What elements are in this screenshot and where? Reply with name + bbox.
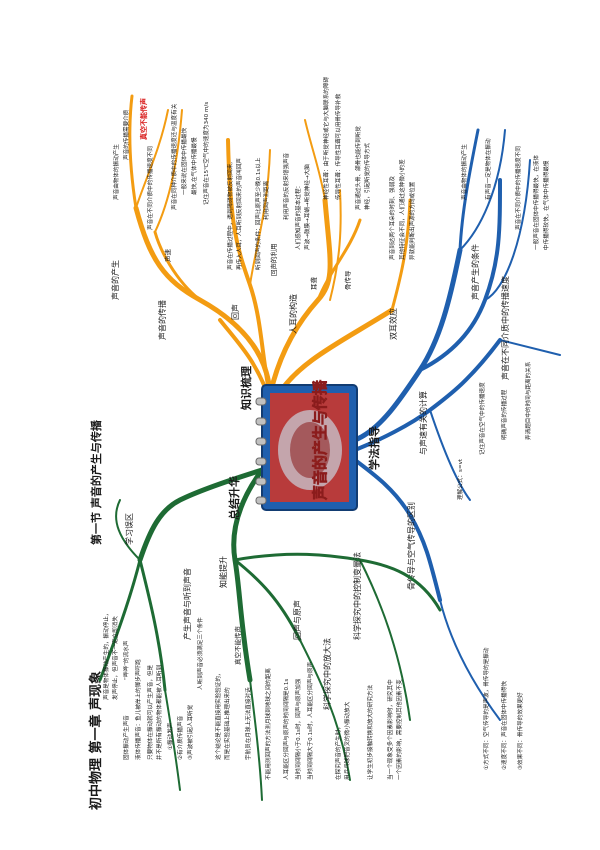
- blue-b4-b: ②速度不同：声音在固体中传播得快: [500, 681, 508, 770]
- blue-b2-c: 中传播得较快，在气体中传播得最慢: [542, 160, 550, 250]
- green-branch-labels: 总结升华 学习误区 声音是物体振动产生的，振动停止， 发声停止，但声音不一定立即…: [102, 476, 403, 780]
- blue-condition: 声音产生的条件: [470, 244, 480, 300]
- orange-b2-b: 声音在同种介质中的传播速度还与温度有关: [170, 103, 178, 210]
- orange-b3-e: 回声的利用: [269, 244, 278, 277]
- blue-b1-a: 声音由物体的振动产生: [460, 144, 468, 200]
- orange-b1-b: 声音的传播需要介质: [122, 109, 130, 160]
- green-control: 科学探究中的控制变量法: [352, 552, 362, 640]
- green-g3-a: 真空不能传声: [233, 626, 242, 666]
- orange-b2-e: 记住声音在15℃空气中的速度为340 m/s: [202, 102, 210, 205]
- orange-b5-b: 其他特征会不同，人们通过这种微小的差: [398, 159, 406, 260]
- orange-binaural: 双耳效应: [388, 308, 398, 340]
- blue-b3-a: 理解公式：s=vt: [456, 458, 464, 500]
- blue-b3-c: 明确声音的传播过程: [500, 389, 508, 440]
- green-g2-d: ③声波被引起人耳听觉: [186, 704, 194, 760]
- green-g1-c: 固体振动产生声音: [122, 715, 130, 760]
- green-g1-f: 只要物体在振动就可以产生声音，但是: [146, 664, 154, 760]
- orange-b3-d: 利用回声测距离: [262, 180, 270, 220]
- blue-media-speed: 声音在不同介质中的传播速度: [500, 276, 510, 380]
- orange-b2-d: 最快,在气体中传播最慢: [190, 137, 198, 195]
- green-g6-b: 一个因素的影响，需要控制其他因素不变: [395, 679, 403, 780]
- orange-branch-lines: [128, 94, 412, 398]
- orange-b2-f: 声速: [163, 249, 172, 263]
- green-branch-lines: [98, 467, 442, 801]
- green-g4-a: 不能用测回声的方法测月球到地球之间的距离: [264, 668, 272, 780]
- green-g1-a: 声音是物体振动产生的，振动停止，: [102, 610, 110, 700]
- green-g1-e: “哗哗”的流水声: [122, 640, 130, 680]
- blue-branch-lines: [352, 128, 561, 721]
- label-knowledge: 知识梳理: [239, 366, 253, 411]
- green-g4-c: 当时间间隔小于0.1s时，回声与原声加强: [294, 678, 302, 780]
- green-produce-hear: 产生声音与听到声音: [182, 568, 192, 640]
- green-amplify: 科学探究中的放大法: [322, 638, 332, 710]
- green-g3-c: 而是在实验基础上推理出来的: [223, 687, 231, 760]
- blue-b3-d: 弄清题目中的时间与距离的关系: [524, 361, 532, 440]
- orange-b1-c: 真空不能传声: [139, 98, 148, 140]
- orange-b4-e: 耳聋: [309, 277, 318, 291]
- green-misconceptions: 学习误区: [124, 513, 134, 545]
- orange-b3-b: 再传入人耳，人耳听到反射回来的声音叫回声: [235, 158, 243, 270]
- green-g5-b: 用乒乓球把音叉的微小振动放大: [343, 701, 351, 780]
- orange-b3-a: 声音在传播过程中，遇到障碍物被反射回来,: [226, 162, 234, 270]
- blue-bone-air: 骨传导与空气传导的区别: [406, 502, 416, 590]
- green-g5-a: 在探究声音的产生时，: [334, 724, 342, 780]
- center-banner: 声音的产生与传播: [311, 379, 329, 501]
- green-echo-original: 回声与原声: [292, 600, 302, 640]
- center-notebook: 声音的产生与传播: [255, 379, 358, 511]
- orange-b4-a: 人们感知声音的基本过程：: [294, 183, 302, 250]
- blue-b4-a: ①方式不同：空气传导的是声波，骨传导的是振动: [482, 647, 490, 770]
- orange-b4-b: 声波→鼓膜→耳蜗→听觉神经→大脑: [303, 164, 311, 250]
- green-g3-d: 宇航员在月球上无法直接对话: [244, 687, 252, 760]
- orange-sound-propagation: 声音的传播: [157, 300, 167, 340]
- green-g1-g: 并不是所有振动的物体都能被人耳听到: [155, 664, 163, 760]
- orange-b4-h: 骨传导: [343, 270, 352, 290]
- orange-b4-d: 传导性耳聋：传导性耳聋可以用骨传导补救: [334, 93, 342, 200]
- orange-b4-f: 声音通过头骨、颌骨也能传到听觉: [354, 126, 362, 210]
- green-ability: 知能提升: [218, 556, 228, 588]
- label-method: 学法指导: [367, 426, 381, 470]
- section-title: 第一节 声音的产生与传播: [89, 419, 103, 545]
- orange-b5-c: 异就能判断出声源的方向或位置: [408, 181, 416, 260]
- orange-echo: 回声: [230, 304, 240, 320]
- green-g2-b: ①振动发声: [166, 722, 174, 750]
- green-g6-a: 当一个现象受多个因素影响时，研究其中: [386, 679, 394, 780]
- green-g1-d: 液体传播声音：鱼儿被岸上的脚步声吓跑: [134, 659, 142, 760]
- orange-b3-c: 听到回声的条件：回声比原声至少晚0.1s以上: [254, 157, 262, 270]
- blue-branch-labels: 学法指导 声音产生的条件 声音由物体的振动产生 有声音一定是物体在振动 声音在不…: [367, 138, 550, 770]
- blue-b1-b: 有声音一定是物体在振动: [484, 138, 492, 200]
- orange-b2-a: 声音在不同介质中的传播速度不同: [146, 146, 154, 230]
- green-g3-b: 这个结论是不能直接用实验验证的，: [214, 670, 222, 760]
- orange-b2-c: 一般来说在固体中传播最快: [180, 127, 188, 195]
- blue-b2-a: 声音在不同介质中的传播速度不同: [514, 146, 522, 230]
- green-g5-c: 让学生初步接触转换和放大的研究方法: [366, 684, 374, 780]
- blue-b3-b: 记住声音在空气中的传播速度: [478, 382, 486, 455]
- orange-b3-f: 利用声音的反射来增强声音: [282, 152, 290, 220]
- orange-b4-g: 神经，引起听觉的传导方式: [363, 142, 371, 210]
- green-g2-c: ②有介质传播声音: [176, 715, 184, 760]
- blue-b4-c: ③效果不同：骨传导的效果更好: [516, 692, 524, 770]
- blue-b2-b: 一般声音在固体中传播得最快，在液体: [532, 154, 540, 250]
- orange-sound-production: 声音的产生: [110, 260, 120, 300]
- chapter-title: 初中物理 第一章 声现象: [88, 671, 104, 810]
- green-g1-b: 发声停止，但声音不一定立即消失: [111, 616, 119, 700]
- blue-calc: 与声速有关的计算: [418, 391, 428, 455]
- orange-ear: 人耳的构造: [288, 294, 298, 334]
- green-g2-a: 人听到声音必须满足三个条件: [196, 617, 204, 690]
- orange-b4-c: 神经性耳聋：由于听觉神经或它与大脑联系的障碍: [322, 77, 330, 200]
- orange-b1-a: 声音由物体的振动产生: [112, 144, 120, 200]
- orange-b5-a: 声音到达两个耳朵的时刻、强弱及: [388, 176, 396, 260]
- orange-branch-labels: 知识梳理 声音的产生 声音的传播 声音由物体的振动产生 声音的传播需要介质 真空…: [110, 77, 416, 411]
- notebook-rings: [255, 397, 267, 505]
- label-summary: 总结升华: [227, 476, 241, 520]
- green-g4-b: 人耳能区分回声与原声的时间间隔是0.1s: [282, 679, 290, 780]
- green-g4-d: 当时间间隔大于0.1s时，人耳能区分回声与原声: [306, 662, 314, 780]
